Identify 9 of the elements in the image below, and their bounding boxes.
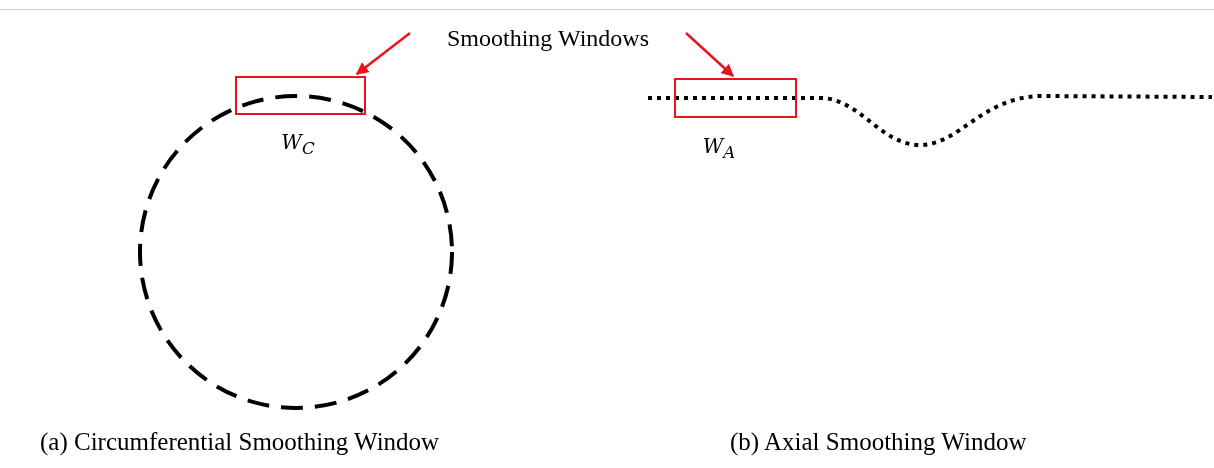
callout-text: Smoothing Windows [447,24,649,52]
panel-caption: (b) Axial Smoothing Window [730,428,1027,456]
panel-caption: (a) Circumferential Smoothing Window [40,428,440,456]
window-label: W$_{A}$ [702,134,736,162]
smoothing-window-box [235,76,366,115]
arrow [685,32,734,77]
arrow [355,32,411,75]
window-label: W$_{C}$ [281,130,315,158]
smoothing-window-box [674,78,797,118]
